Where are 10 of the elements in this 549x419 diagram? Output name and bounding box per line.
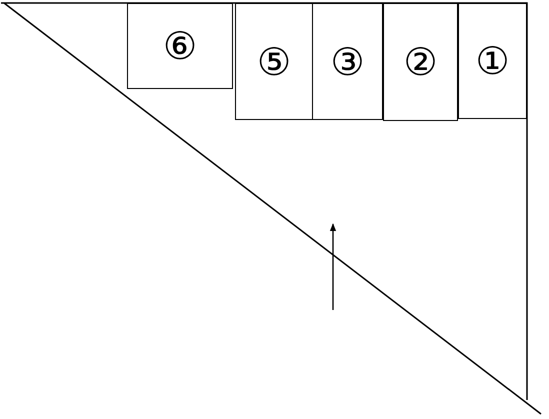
circled-number: ③ xyxy=(330,42,365,80)
storage-box xyxy=(383,3,458,121)
storage-box xyxy=(235,3,313,120)
circled-number: ② xyxy=(403,43,438,81)
storage-box xyxy=(458,3,527,119)
circled-number: ① xyxy=(475,42,510,80)
circled-number: ⑥ xyxy=(162,27,198,65)
storage-box xyxy=(127,3,233,89)
storage-box xyxy=(312,3,383,120)
circled-number: ⑤ xyxy=(256,42,292,80)
